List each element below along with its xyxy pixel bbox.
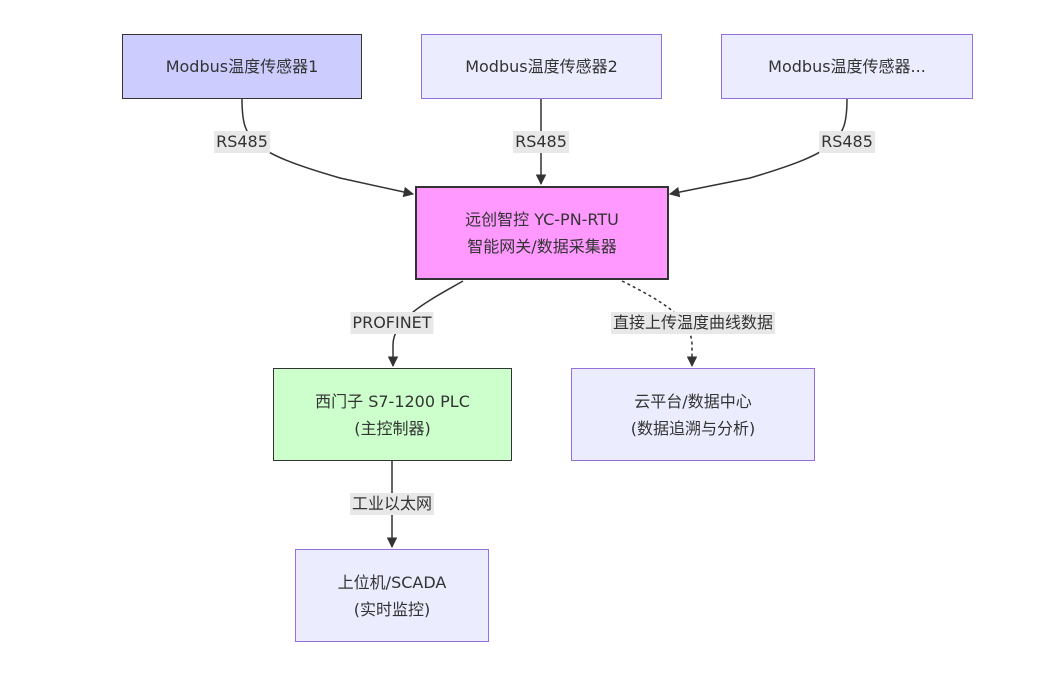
edge-label-ethernet: 工业以太网: [349, 493, 435, 515]
edge-label-rs485-2: RS485: [513, 131, 569, 153]
node-sensor-n[interactable]: Modbus温度传感器...: [721, 34, 973, 99]
node-sensor-2[interactable]: Modbus温度传感器2: [421, 34, 662, 99]
node-gateway-line2: 智能网关/数据采集器: [467, 237, 617, 256]
node-scada-line1: 上位机/SCADA: [337, 572, 447, 592]
node-scada-line2: (实时监控): [353, 599, 431, 619]
edge-label-rs485-3: RS485: [819, 131, 875, 153]
node-sensor-2-label: Modbus温度传感器2: [465, 57, 618, 76]
node-plc-line2: (主控制器): [354, 418, 431, 438]
node-sensor-1[interactable]: Modbus温度传感器1: [122, 34, 362, 99]
node-cloud-line1: 云平台/数据中心: [634, 391, 752, 411]
node-sensor-n-label: Modbus温度传感器...: [768, 57, 926, 76]
node-plc-line1: 西门子 S7-1200 PLC: [315, 391, 470, 411]
edge-label-rs485-1: RS485: [214, 131, 270, 153]
edge-label-profinet: PROFINET: [350, 312, 434, 334]
node-cloud[interactable]: 云平台/数据中心 (数据追溯与分析): [571, 368, 815, 461]
edge-label-cloud-upload: 直接上传温度曲线数据: [610, 312, 776, 334]
node-sensor-1-label: Modbus温度传感器1: [165, 57, 319, 76]
node-plc[interactable]: 西门子 S7-1200 PLC (主控制器): [273, 368, 512, 461]
node-cloud-line2: (数据追溯与分析): [630, 418, 756, 438]
node-gateway-line1: 远创智控 YC-PN-RTU: [465, 210, 619, 229]
node-gateway[interactable]: 远创智控 YC-PN-RTU 智能网关/数据采集器: [415, 186, 669, 280]
node-scada[interactable]: 上位机/SCADA (实时监控): [295, 549, 489, 642]
